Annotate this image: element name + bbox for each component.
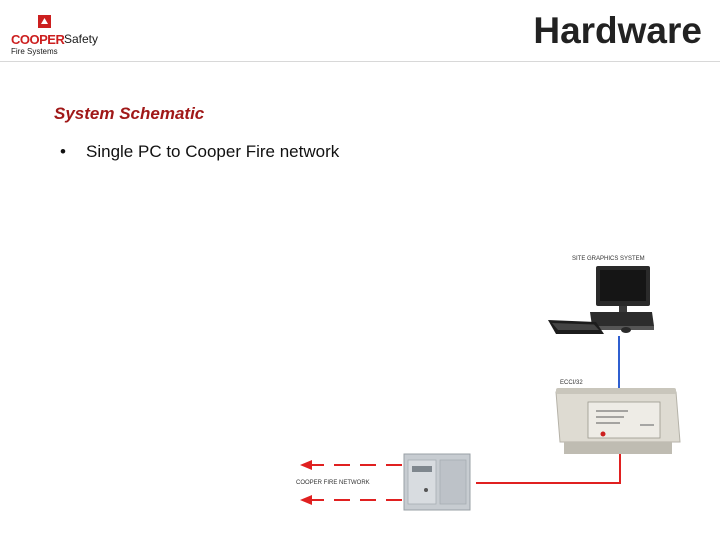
logo-brand: COOPER (11, 32, 65, 47)
converter-label: ECCI/32 (560, 380, 583, 386)
fire-panel-icon (403, 453, 471, 511)
page-title: Hardware (533, 10, 702, 51)
interface-converter-icon (555, 388, 681, 454)
header-divider (0, 61, 720, 62)
bullet-item: • Single PC to Cooper Fire network (60, 142, 339, 162)
site-graphics-label: SITE GRAPHICS SYSTEM (572, 256, 645, 262)
logo-subtitle: Fire Systems (11, 47, 58, 56)
network-link-line (476, 454, 621, 484)
mouse-icon (621, 327, 631, 333)
cooper-safety-logo: COOPER Safety Fire Systems (8, 14, 118, 56)
pc-base-unit-icon (590, 312, 654, 330)
keyboard-icon (548, 320, 604, 334)
monitor-icon (596, 266, 650, 314)
logo-product: Safety (64, 32, 99, 46)
header: COOPER Safety Fire Systems Hardware (0, 0, 720, 62)
network-label: COOPER FIRE NETWORK (296, 480, 370, 486)
network-arrows (300, 460, 402, 505)
bullet-text: Single PC to Cooper Fire network (86, 142, 340, 161)
bullet-marker: • (60, 142, 66, 161)
logo-mark-icon (38, 15, 51, 28)
section-title: System Schematic (54, 104, 205, 123)
